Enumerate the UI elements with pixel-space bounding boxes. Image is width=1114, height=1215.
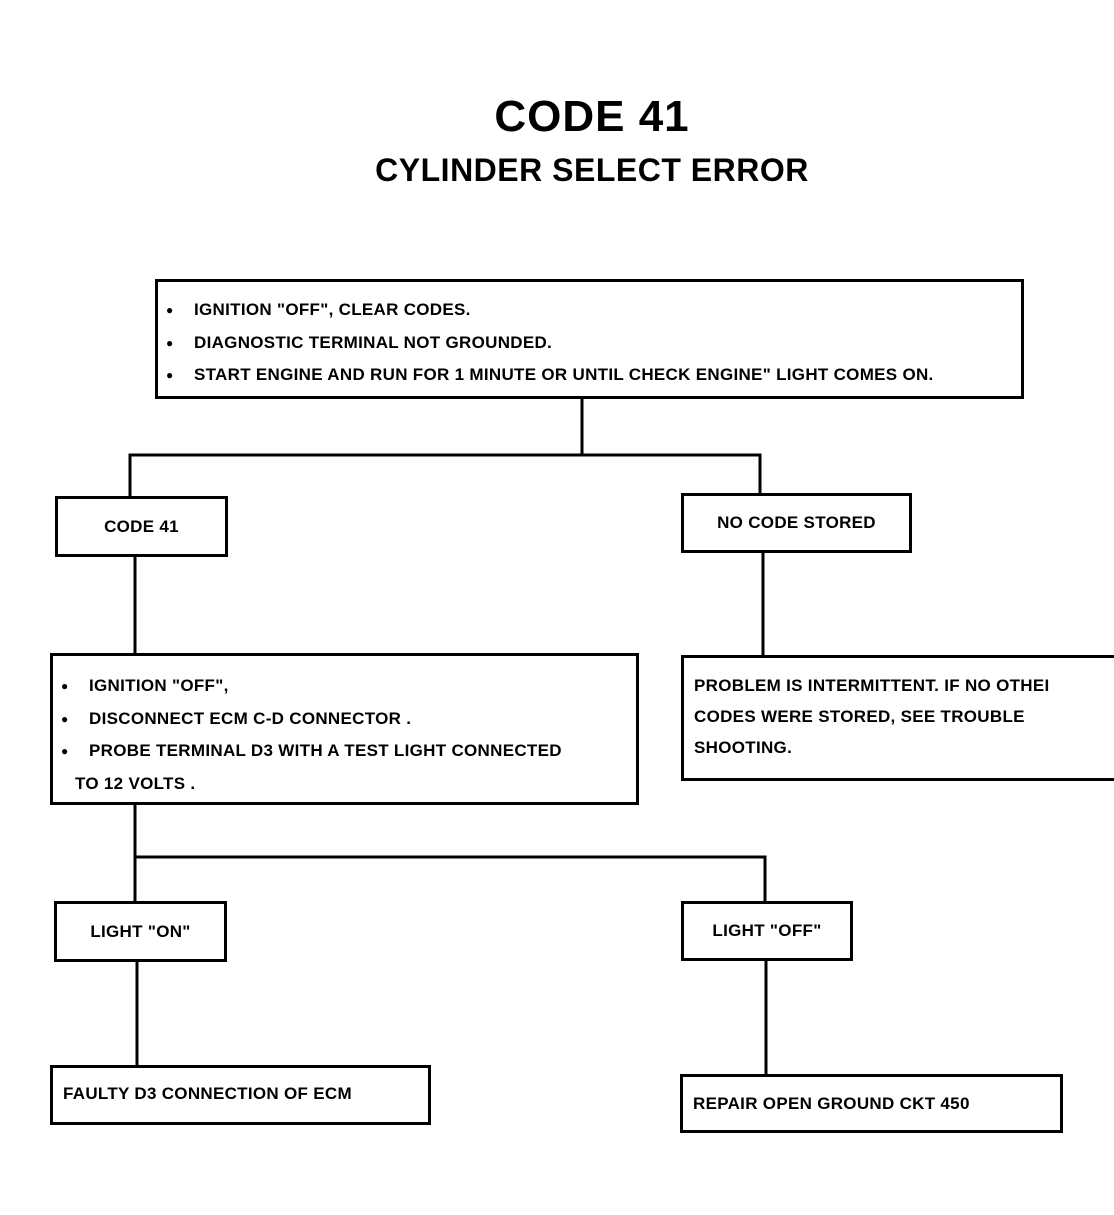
- start-step-box: IGNITION "OFF", CLEAR CODES. DIAGNOSTIC …: [155, 279, 1024, 399]
- code41-label: CODE 41: [104, 516, 179, 536]
- page-title: CODE 41: [494, 92, 690, 141]
- start-step-item: IGNITION "OFF", CLEAR CODES.: [158, 294, 1021, 327]
- intermittent-box: PROBLEM IS INTERMITTENT. IF NO OTHEI COD…: [681, 655, 1114, 781]
- light-on-box: LIGHT "ON": [54, 901, 227, 962]
- start-step-item: DIAGNOSTIC TERMINAL NOT GROUNDED.: [158, 327, 1021, 360]
- faulty-connection-box: FAULTY D3 CONNECTION OF ECM: [50, 1065, 431, 1125]
- intermittent-line: PROBLEM IS INTERMITTENT. IF NO OTHEI: [694, 676, 1050, 695]
- faulty-connection-label: FAULTY D3 CONNECTION OF ECM: [63, 1084, 352, 1103]
- probe-step-box: IGNITION "OFF", DISCONNECT ECM C-D CONNE…: [50, 653, 639, 805]
- no-code-label: NO CODE STORED: [717, 513, 876, 532]
- probe-step-item: PROBE TERMINAL D3 WITH A TEST LIGHT CONN…: [53, 735, 636, 768]
- start-step-item: START ENGINE AND RUN FOR 1 MINUTE OR UNT…: [158, 359, 1021, 392]
- page-subtitle: CYLINDER SELECT ERROR: [375, 152, 809, 188]
- probe-step-item: IGNITION "OFF",: [53, 670, 636, 703]
- probe-step-item: DISCONNECT ECM C-D CONNECTOR .: [53, 703, 636, 736]
- light-off-box: LIGHT "OFF": [681, 901, 853, 961]
- repair-ground-label: REPAIR OPEN GROUND CKT 450: [693, 1094, 970, 1113]
- light-off-label: LIGHT "OFF": [712, 921, 822, 940]
- connector-branch-1: [128, 453, 762, 497]
- intermittent-line: CODES WERE STORED, SEE TROUBLE: [694, 707, 1025, 726]
- code41-result-box: CODE 41: [55, 496, 228, 557]
- repair-ground-box: REPAIR OPEN GROUND CKT 450: [680, 1074, 1063, 1133]
- no-code-result-box: NO CODE STORED: [681, 493, 912, 553]
- probe-step-continuation: TO 12 VOLTS .: [75, 773, 196, 793]
- intermittent-line: SHOOTING.: [694, 738, 793, 757]
- connector-branch-2: [135, 855, 767, 902]
- light-on-label: LIGHT "ON": [90, 921, 191, 941]
